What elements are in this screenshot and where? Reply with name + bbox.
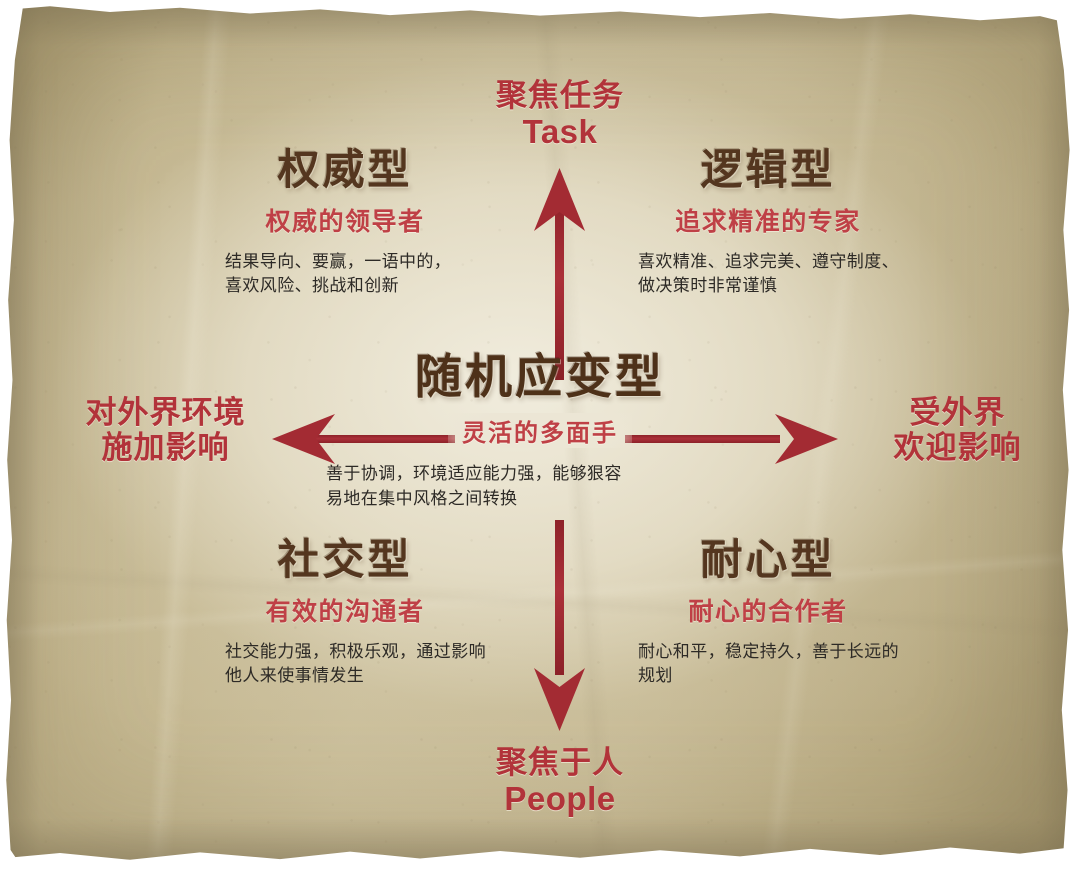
quadrant-logical-title: 逻辑型	[700, 146, 836, 193]
arrow-left	[272, 414, 455, 464]
axis-label-inward-influence: 受外界 欢迎影响	[855, 395, 1060, 466]
center-description: 善于协调，环境适应能力强，能够狠容 易地在集中风格之间转换	[326, 464, 622, 508]
axis-label-people: 聚焦于人 People	[420, 745, 700, 818]
quadrant-logical-description: 喜欢精准、追求完美、遵守制度、 做决策时非常谨慎	[638, 251, 899, 295]
arrow-down	[534, 520, 585, 731]
arrow-up	[534, 168, 585, 380]
axis-outward-line1: 对外界环境	[85, 395, 246, 430]
center-block: 随机应变型 灵活的多面手 善于协调，环境适应能力强，能够狠容 易地在集中风格之间…	[310, 352, 770, 512]
quadrant-logical: 逻辑型 追求精准的专家 喜欢精准、追求完美、遵守制度、 做决策时非常谨慎	[608, 148, 928, 298]
quadrant-social-description: 社交能力强，积极乐观，通过影响 他人来使事情发生	[225, 641, 486, 685]
quadrant-social-title: 社交型	[277, 536, 413, 583]
center-subtitle-wrap: 灵活的多面手	[310, 401, 770, 449]
axis-outward-line2: 施加影响	[101, 430, 230, 466]
arrow-right	[625, 414, 838, 464]
center-title: 随机应变型	[415, 350, 665, 403]
axis-people-cn: 聚焦于人	[496, 745, 624, 780]
axis-inward-line1: 受外界	[909, 395, 1006, 430]
quadrant-patient-title: 耐心型	[700, 536, 836, 583]
quadrant-authoritative-description: 结果导向、要赢，一语中的， 喜欢风险、挑战和创新	[225, 251, 452, 295]
quadrant-authoritative-subtitle: 权威的领导者	[265, 207, 425, 236]
quadrant-social-subtitle: 有效的沟通者	[265, 597, 425, 626]
axis-people-en: People	[504, 780, 616, 818]
axis-label-outward-influence: 对外界环境 施加影响	[58, 395, 273, 466]
quadrant-social: 社交型 有效的沟通者 社交能力强，积极乐观，通过影响 他人来使事情发生	[185, 538, 505, 688]
axis-task-cn: 聚焦任务	[496, 78, 624, 113]
quadrant-patient: 耐心型 耐心的合作者 耐心和平，稳定持久，善于长远的 规划	[608, 538, 928, 688]
center-subtitle: 灵活的多面手	[448, 413, 632, 449]
axis-label-task: 聚焦任务 Task	[420, 78, 700, 151]
quadrant-authoritative-title: 权威型	[277, 146, 413, 193]
axis-inward-line2: 欢迎影响	[893, 430, 1022, 466]
quadrant-patient-subtitle: 耐心的合作者	[688, 597, 848, 626]
quadrant-patient-description: 耐心和平，稳定持久，善于长远的 规划	[638, 641, 899, 685]
quadrant-logical-subtitle: 追求精准的专家	[675, 207, 861, 236]
quadrant-authoritative: 权威型 权威的领导者 结果导向、要赢，一语中的， 喜欢风险、挑战和创新	[185, 148, 505, 298]
axis-task-en: Task	[522, 113, 598, 151]
